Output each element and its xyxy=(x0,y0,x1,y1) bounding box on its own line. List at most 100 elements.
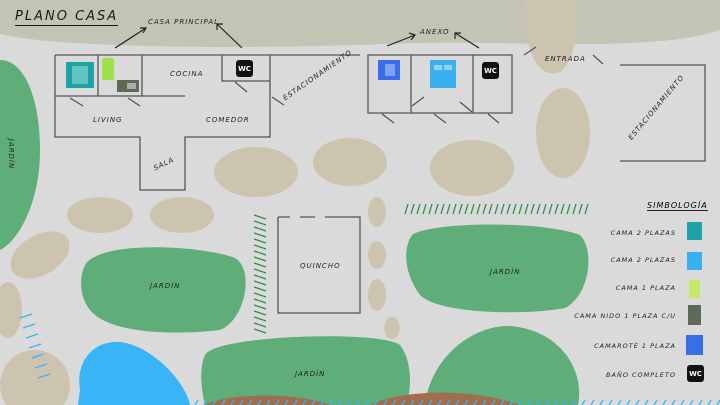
hatch-mark xyxy=(680,399,685,405)
hatch-mark xyxy=(581,399,586,405)
hatch-mark xyxy=(275,399,280,405)
hatch-mark xyxy=(383,399,388,405)
hatch-mark xyxy=(545,399,550,405)
casa-principal-label: CASA PRINCIPAL xyxy=(148,18,220,26)
pond xyxy=(78,341,190,405)
hatch-mark xyxy=(365,399,370,405)
hatch-mark xyxy=(590,399,595,405)
legend-label: CAMA NIDO 1 PLAZA C/U xyxy=(574,312,676,320)
hatch-mark xyxy=(253,244,267,250)
legend-label: CAMAROTE 1 PLAZA xyxy=(594,342,676,350)
hatch-mark xyxy=(473,399,478,405)
legend-label: BAÑO COMPLETO xyxy=(606,371,676,379)
hatch-mark xyxy=(506,203,511,215)
hatch-mark xyxy=(253,328,267,334)
hatch-mark xyxy=(464,399,469,405)
bunk-bed-icon xyxy=(378,60,400,80)
single-bed-icon xyxy=(102,58,114,80)
hatch-mark xyxy=(248,399,253,405)
hatch-mark xyxy=(608,399,613,405)
hatch-mark xyxy=(626,399,631,405)
hatch-mark xyxy=(542,203,547,215)
hatch-mark xyxy=(482,203,487,215)
wc-icon: WC xyxy=(482,62,499,79)
hatch-mark xyxy=(253,250,267,256)
hatch-mark xyxy=(572,399,577,405)
hatch-mark xyxy=(253,274,267,280)
hatch-mark xyxy=(257,399,262,405)
hatch-mark xyxy=(329,399,334,405)
double-bed-teal-icon xyxy=(66,62,94,88)
hatch-mark xyxy=(338,399,343,405)
hatch-mark xyxy=(266,399,271,405)
hatch-mark xyxy=(253,322,267,328)
hatch-mark xyxy=(253,286,267,292)
hatch-mark xyxy=(25,333,39,339)
garden-left-label: JARDÍN xyxy=(7,138,16,170)
hatch-mark xyxy=(19,313,33,319)
garden-bottom-label: JARDÍN xyxy=(295,370,326,378)
hatch-mark xyxy=(500,203,505,215)
hatch-mark xyxy=(253,292,267,298)
hatch-mark xyxy=(560,203,565,215)
wc-icon: WC xyxy=(687,365,704,382)
hatch-mark xyxy=(212,399,217,405)
hatch-mark xyxy=(554,203,559,215)
hatch-mark xyxy=(440,203,445,215)
hatch-mark xyxy=(28,343,42,349)
garden-right-label: JARDÍN xyxy=(490,268,521,276)
hatch-mark xyxy=(422,203,427,215)
hatch-mark xyxy=(536,203,541,215)
hatch-mark xyxy=(356,399,361,405)
garden-center-label: JARDÍN xyxy=(150,282,181,290)
hatch-mark xyxy=(230,399,235,405)
hatch-mark xyxy=(37,373,51,379)
legend-label: CAMA 2 PLAZAS xyxy=(610,256,676,264)
hatch-mark xyxy=(491,399,496,405)
hatch-mark xyxy=(253,238,267,244)
hatch-mark xyxy=(707,399,712,405)
hatch-mark xyxy=(584,203,589,215)
hatch-mark xyxy=(572,203,577,215)
hatch-mark xyxy=(644,399,649,405)
hatch-mark xyxy=(482,399,487,405)
hatch-mark xyxy=(253,226,267,232)
legend-label: CAMA 2 PLAZAS xyxy=(610,229,676,237)
hatch-mark xyxy=(689,399,694,405)
hatch-mark xyxy=(253,316,267,322)
hatch-mark xyxy=(253,220,267,226)
hatch-mark xyxy=(203,399,208,405)
hatch-mark xyxy=(470,203,475,215)
room-cocina: COCINA xyxy=(170,70,204,78)
hatch-mark xyxy=(524,203,529,215)
hatch-mark xyxy=(284,399,289,405)
double-bed-blue-icon xyxy=(430,60,456,88)
hatch-mark xyxy=(253,256,267,262)
room-living: LIVING xyxy=(93,116,123,124)
walls xyxy=(54,46,706,314)
hatch-mark xyxy=(253,262,267,268)
hatch-mark xyxy=(635,399,640,405)
legend-title: SIMBOLOGÍA xyxy=(647,201,708,211)
hatch-mark xyxy=(578,203,583,215)
hatch-mark xyxy=(401,399,406,405)
quincho-label: QUINCHO xyxy=(300,262,341,270)
hatch-mark xyxy=(500,399,505,405)
hatch-mark xyxy=(392,399,397,405)
hatch-mark xyxy=(31,353,45,359)
arrows xyxy=(114,23,480,49)
hatch-mark xyxy=(536,399,541,405)
hatch-mark xyxy=(662,399,667,405)
hatch-mark xyxy=(518,399,523,405)
hatch-mark xyxy=(239,399,244,405)
hatch-mark xyxy=(452,203,457,215)
stepping-stones xyxy=(0,0,590,405)
hatch-mark xyxy=(253,232,267,238)
hatch-mark xyxy=(653,399,658,405)
hatch-mark xyxy=(253,298,267,304)
hatch-mark xyxy=(617,399,622,405)
hatch-mark xyxy=(548,203,553,215)
page-title: PLANO CASA xyxy=(15,9,119,26)
hatch-mark xyxy=(671,399,676,405)
